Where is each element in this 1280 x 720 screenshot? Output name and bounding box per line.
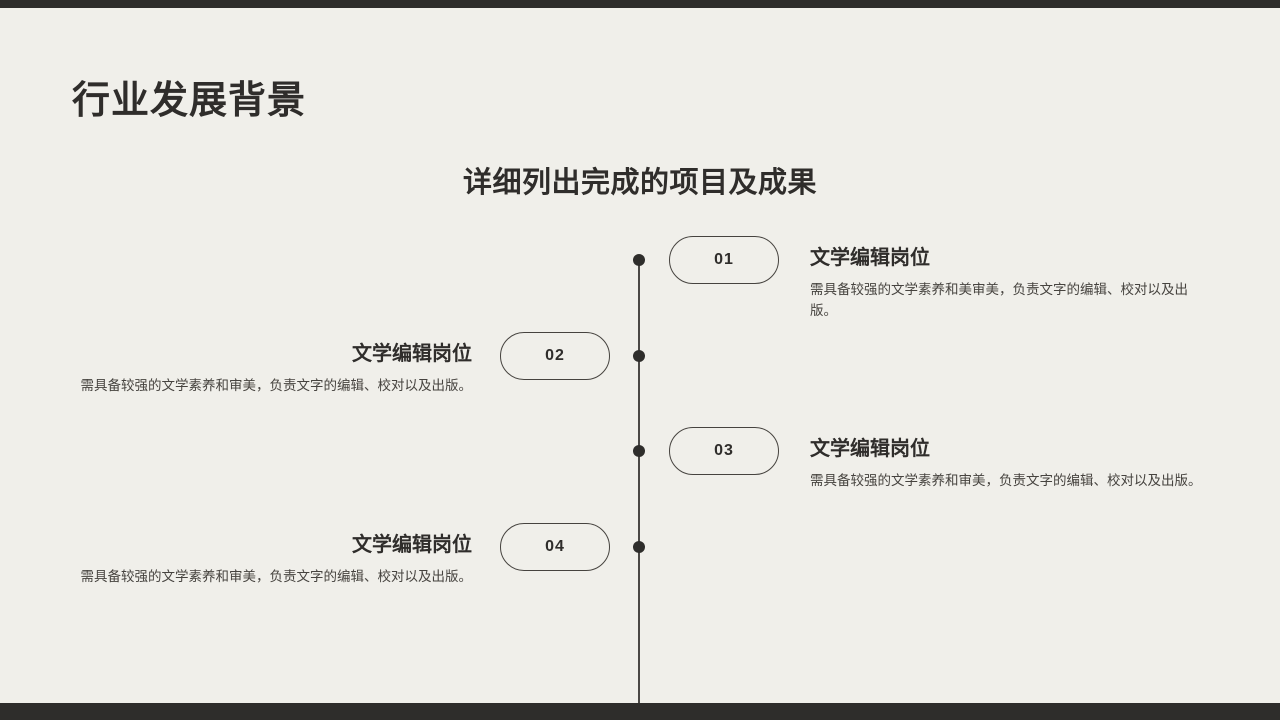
timeline-entry-description-02: 需具备较强的文学素养和审美，负责文字的编辑、校对以及出版。 [80,378,473,393]
timeline-entry-description-03: 需具备较强的文学素养和审美，负责文字的编辑、校对以及出版。 [810,473,1202,488]
timeline-entry-02: 文学编辑岗位 需具备较强的文学素养和审美，负责文字的编辑、校对以及出版。 [80,340,473,396]
timeline-number-label-01: 01 [714,251,734,268]
timeline-entry-title-02: 文学编辑岗位 [352,343,472,365]
timeline-entry-description-04: 需具备较强的文学素养和审美，负责文字的编辑、校对以及出版。 [80,569,473,584]
timeline-number-badge-02[interactable]: 02 [500,332,610,380]
timeline-dot-03 [633,445,645,457]
timeline-number-label-02: 02 [545,347,565,364]
timeline-entry-title-04: 文学编辑岗位 [352,534,472,556]
timeline-number-badge-04[interactable]: 04 [500,523,610,571]
timeline-number-label-04: 04 [545,538,565,555]
timeline-number-label-03: 03 [714,442,734,459]
page-subtitle: 详细列出完成的项目及成果 [462,167,817,200]
timeline-dot-01 [633,254,645,266]
bottom-accent-bar [0,703,1280,720]
top-accent-bar [0,0,1280,8]
timeline-entry-title-01: 文学编辑岗位 [810,247,930,269]
timeline-axis-line [638,260,640,703]
page-title: 行业发展背景 [72,80,307,123]
timeline-dot-02 [633,350,645,362]
timeline-entry-04: 文学编辑岗位 需具备较强的文学素养和审美，负责文字的编辑、校对以及出版。 [80,531,473,587]
timeline-entry-01: 文学编辑岗位 需具备较强的文学素养和美审美，负责文字的编辑、校对以及出版。 [810,244,1202,321]
timeline-entry-description-01: 需具备较强的文学素养和美审美，负责文字的编辑、校对以及出版。 [810,282,1188,318]
timeline-entry-title-03: 文学编辑岗位 [810,438,930,460]
timeline-entry-03: 文学编辑岗位 需具备较强的文学素养和审美，负责文字的编辑、校对以及出版。 [810,435,1202,491]
timeline-number-badge-03[interactable]: 03 [669,427,779,475]
timeline-dot-04 [633,541,645,553]
timeline-number-badge-01[interactable]: 01 [669,236,779,284]
